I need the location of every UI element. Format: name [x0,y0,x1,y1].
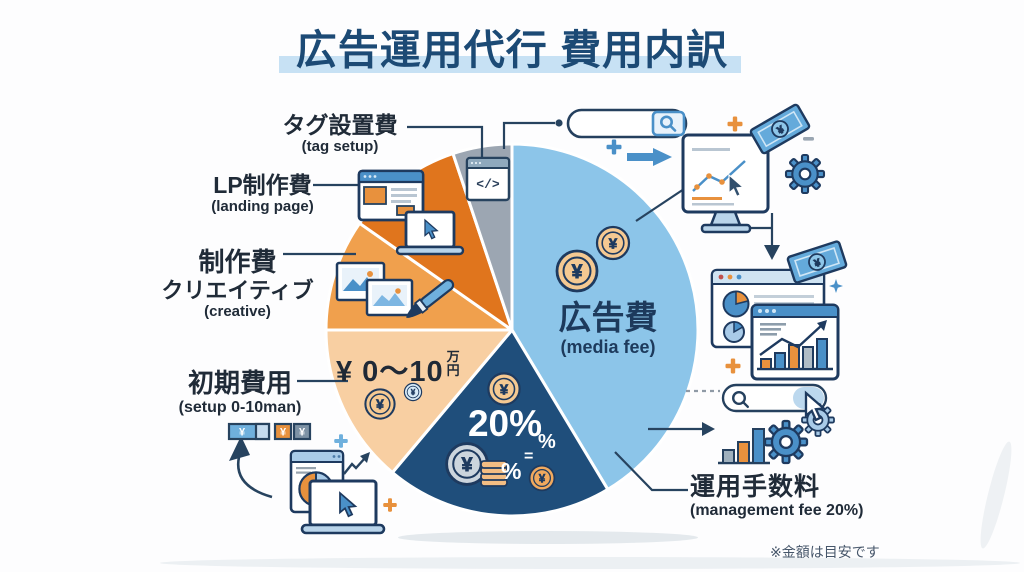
label-setup-en: (setup 0-10man) [178,398,302,416]
equals-glyph: = [524,448,534,465]
label-creative-jp2: クリエイティブ [161,277,314,303]
gear-icon [784,153,826,195]
management-pct-value: 20% [467,403,543,444]
label-landing-page-jp: LP制作費 [213,172,312,198]
search-bar-icon [721,383,828,413]
trend-arrow-icon [759,324,823,356]
page-title: 広告運用代行 費用内訳 [295,27,729,73]
unit-man: 万 [446,349,460,364]
label-media-fee: 広告費 (media fee) [515,299,701,358]
plus-icon [727,116,743,132]
label-creative: 制作費 クリエイティブ (creative) [85,247,390,321]
gear-icon [801,403,835,437]
setup-range-amount: ¥ 0〜10 [336,356,444,388]
yen-glyph: ¥ [239,427,246,439]
minus-icon [803,137,814,141]
yen-glyph: ¥ [280,427,287,439]
search-icon [731,390,747,406]
plus-icon [725,358,741,374]
pie-document-icon [710,268,826,349]
right-swoosh [974,439,1018,551]
right-arrow-icon [702,422,715,436]
label-management-fee: 運用手数料 (management fee 20%) [690,473,910,520]
label-tag-setup-en: (tag setup) [301,138,379,156]
curved-arrow-icon [229,436,273,499]
search-bar-icon [566,108,688,139]
label-setup-jp: 初期費用 [187,368,292,398]
yen-glyph: ¥ [299,427,306,439]
label-creative-jp: 制作費 [198,247,277,277]
search-icon [660,115,674,129]
pie-segment-setup [324,328,514,474]
cursor-icon [804,391,825,422]
unit-en: 円 [446,362,460,378]
label-tag-setup-jp: タグ設置費 [282,112,398,138]
banknote-icon [748,102,812,156]
label-media-fee-jp: 広告費 [558,299,658,336]
pie-shadow [398,531,698,544]
sparkle-icon [829,279,843,293]
bottom-swoosh [160,557,1020,569]
percent-glyph: % [538,431,556,453]
connector-dot [555,119,563,127]
footer-note: ※金額は目安です [770,544,880,560]
label-landing-page-en: (landing page) [211,198,314,216]
label-creative-en: (creative) [204,303,271,321]
bar-document-icon [750,303,840,381]
percent-glyph: % [501,458,522,484]
down-arrow-icon [764,245,780,260]
label-management-fee-jp: 運用手数料 [690,473,821,501]
label-tag-setup: タグ設置費 (tag setup) [240,112,440,156]
banknote-icon [785,239,849,285]
gear-icon [763,419,809,465]
money-bar-icon: ¥ ¥ ¥ [227,422,312,441]
label-management-fee-en: (management fee 20%) [690,501,864,519]
label-landing-page: LP制作費 (landing page) [160,172,365,216]
label-media-fee-en: (media fee) [560,337,656,358]
setup-range-value: ¥ 0〜10 万 円 [336,348,460,390]
pie-segment-media-fee [510,142,700,491]
title-highlight [279,56,741,73]
label-setup: 初期費用 (setup 0-10man) [90,368,390,417]
bar-chart-icon [718,428,770,465]
cursor-icon [728,174,744,197]
